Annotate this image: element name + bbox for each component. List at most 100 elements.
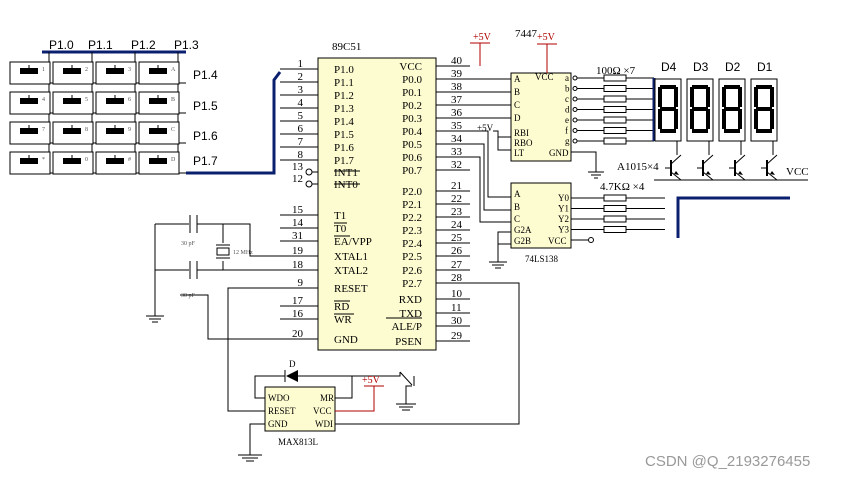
keypad-key: 4 xyxy=(9,91,51,115)
switch-ground xyxy=(405,385,412,404)
base-resistor xyxy=(603,226,627,233)
decoder7447-input: B xyxy=(514,87,520,97)
pin-number: 13 xyxy=(292,161,304,173)
segment xyxy=(692,107,708,111)
pin-number: 28 xyxy=(451,272,463,284)
digit-bus xyxy=(676,196,790,238)
p05-wire xyxy=(436,143,511,211)
key-label: 3 xyxy=(128,67,131,73)
keypad-row-label: P1.4 xyxy=(193,68,218,82)
keypad-col-label: P1.1 xyxy=(88,38,113,52)
switch-wire xyxy=(325,372,401,377)
pin-label: P2.2 xyxy=(402,212,422,224)
watchdog-supply: +5V xyxy=(362,375,381,386)
pin-label: P0.3 xyxy=(402,113,422,125)
transistor-collector xyxy=(670,154,682,165)
keypad-key: 0 xyxy=(52,151,94,175)
output-terminal xyxy=(572,117,578,123)
pin-number: 35 xyxy=(451,120,463,132)
keypad-key: 6 xyxy=(95,91,137,115)
key-cap xyxy=(149,68,167,74)
decoder7447-output: g xyxy=(565,136,570,146)
mcu-right-pins: 40VCC39P0.038P0.137P0.236P0.335P0.434P0.… xyxy=(391,55,470,348)
pin-label: GND xyxy=(334,334,358,346)
digit-label: D4 xyxy=(661,60,677,74)
transistor-arrow xyxy=(706,171,711,175)
keypad-key: 8 xyxy=(52,121,94,145)
transistor-emitter xyxy=(670,171,682,181)
pin-number: 26 xyxy=(451,245,463,257)
segment xyxy=(724,107,740,111)
vcc-label: VCC xyxy=(786,166,809,178)
segment xyxy=(756,129,772,133)
key-label: 7 xyxy=(42,127,45,133)
pin-number: 18 xyxy=(292,259,304,271)
key-label: # xyxy=(128,157,131,163)
segment xyxy=(690,109,694,129)
mcu-wiring xyxy=(180,78,520,425)
decoder138-input: B xyxy=(514,202,520,212)
key-label: 8 xyxy=(85,127,88,133)
gnd-wire xyxy=(249,423,265,455)
decoder7447-vcc: VCC xyxy=(535,72,554,82)
watchdog-pin: WDI xyxy=(315,419,333,429)
pin-label: P2.4 xyxy=(402,238,422,250)
pin-number: 21 xyxy=(451,180,462,192)
pin-number: 30 xyxy=(451,315,463,327)
crystal-body xyxy=(216,247,230,256)
keypad-key: 9 xyxy=(95,121,137,145)
watchdog-pin: RESET xyxy=(268,406,296,416)
decoder7447-output: e xyxy=(565,115,569,125)
segment xyxy=(706,87,710,107)
key-label: 9 xyxy=(128,127,131,133)
pin-label: P1.2 xyxy=(334,90,354,102)
transistor-collector xyxy=(702,154,714,165)
pin-number: 27 xyxy=(451,259,463,271)
transistor-label: A1015×4 xyxy=(617,161,659,173)
key-label: B xyxy=(171,97,175,103)
pin-number: 38 xyxy=(451,81,463,93)
keypad-key: 1 xyxy=(9,61,51,85)
key-cap xyxy=(149,98,167,104)
segment xyxy=(754,87,758,107)
pin-number: 17 xyxy=(292,295,304,307)
pin-label: P2.5 xyxy=(402,251,422,263)
pin-number: 36 xyxy=(451,107,463,119)
pin-number: 34 xyxy=(451,133,463,145)
resistor xyxy=(603,137,627,145)
digit-label: D3 xyxy=(693,60,709,74)
pin-label: P0.4 xyxy=(402,126,422,138)
watchdog-pin: MR xyxy=(320,393,334,403)
key-label: 4 xyxy=(42,97,45,103)
segment xyxy=(770,87,774,107)
pin-label: XTAL1 xyxy=(334,251,368,263)
key-cap xyxy=(20,128,38,134)
pin-label: P0.0 xyxy=(402,74,422,86)
transistor-collector xyxy=(766,154,778,165)
reset-wire xyxy=(227,287,304,412)
pin-number: 24 xyxy=(451,219,463,231)
key-cap xyxy=(20,98,38,104)
transistor-emitter xyxy=(766,171,778,181)
transistor-emitter xyxy=(702,171,714,181)
digit-drivers: A1015×4 4.7KΩ ×4 VCC xyxy=(600,141,809,238)
output-terminal xyxy=(572,128,578,133)
pin-number: 29 xyxy=(451,330,463,342)
crystal-label: 12 MHz xyxy=(233,250,253,256)
pin-number: 32 xyxy=(451,159,462,171)
pin-label: TXD xyxy=(399,308,422,320)
pin-label: P1.5 xyxy=(334,129,354,141)
watchdog-pin: VCC xyxy=(313,406,332,416)
segment xyxy=(658,109,662,129)
seven-segment-display: D48D38D28D18 xyxy=(654,60,778,142)
rbi-supply: +5V xyxy=(477,123,494,133)
pin-label: VCC xyxy=(399,61,422,73)
decoder138-output: Y3 xyxy=(558,225,569,235)
supply-wire xyxy=(335,386,375,412)
pin-number: 6 xyxy=(298,123,304,135)
digit-label: D2 xyxy=(725,60,741,74)
decoder7447-input: C xyxy=(514,100,520,110)
key-label: A xyxy=(171,67,176,73)
